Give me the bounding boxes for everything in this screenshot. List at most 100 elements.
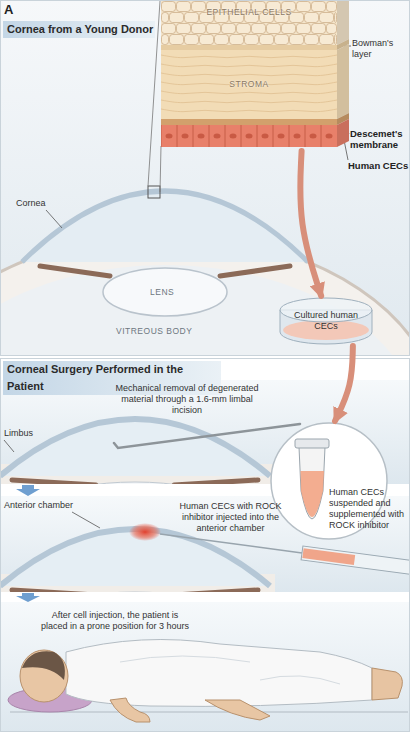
tube-body — [299, 447, 325, 519]
epithelial-cell — [237, 24, 251, 34]
cell-border — [177, 125, 178, 147]
epithelial-cell — [177, 2, 191, 12]
epithelial-cell — [162, 35, 169, 45]
epithelial-cell — [177, 24, 191, 34]
tissue-side — [337, 119, 349, 147]
epithelial-cell — [222, 24, 236, 34]
feet — [372, 668, 402, 700]
cell-border — [289, 125, 290, 147]
cell-border — [161, 125, 162, 147]
stroma-fiber — [161, 55, 337, 58]
epithelial-cell — [335, 35, 337, 45]
tissue-side — [337, 1, 349, 45]
epithelial-cell — [305, 13, 319, 23]
culture-dish: Cultured human CECs — [278, 296, 374, 346]
lens — [103, 268, 227, 316]
cell-suspension — [301, 471, 325, 517]
flow-arrow — [300, 151, 321, 296]
part-label: VITREOUS BODY — [116, 326, 216, 337]
stroma-fiber — [161, 109, 337, 112]
part-label: Anterior chamber — [4, 500, 94, 511]
epithelial-cell — [230, 35, 244, 45]
step-note: Human CECs with ROCK inhibitor injected … — [168, 501, 293, 534]
cell-nucleus — [214, 134, 221, 139]
gown-fold — [120, 656, 250, 662]
zoom-square — [148, 186, 160, 198]
step-note: After cell injection, the patient is pla… — [40, 610, 190, 632]
cell-nucleus — [262, 134, 269, 139]
inset-circle: Human CECs suspended and supplemented wi… — [269, 421, 389, 541]
prone-patient — [8, 640, 408, 723]
cell-border — [225, 125, 226, 147]
epithelial-cell — [312, 24, 326, 34]
epithelial-cell — [192, 24, 206, 34]
epithelial-cell — [170, 13, 184, 23]
cell-border — [241, 125, 242, 147]
tissue-layer — [161, 125, 337, 147]
step-removal — [0, 419, 275, 484]
tissue-block: EPITHELIAL CELLS STROMA — [161, 1, 351, 151]
tissue-layer — [161, 1, 337, 45]
dish-label: Cultured human CECs — [288, 310, 364, 332]
anterior-chamber — [22, 191, 308, 262]
zoom-line — [160, 146, 161, 192]
cell-border — [209, 125, 210, 147]
epithelial-cell — [185, 35, 199, 45]
cornea — [22, 191, 308, 262]
epithelial-cell — [327, 2, 337, 12]
tissue-side — [337, 44, 349, 119]
cell-nucleus — [198, 134, 205, 139]
step-arrow — [16, 593, 40, 602]
surgical-instrument — [114, 424, 300, 448]
epithelial-cell — [260, 35, 274, 45]
epithelial-cell — [252, 24, 266, 34]
panel-box: Corneal Surgery Performed in the Patient… — [0, 358, 410, 732]
cell-nucleus — [310, 134, 317, 139]
part-label: Human CECs — [348, 160, 410, 171]
part-label: Bowman's layer — [352, 38, 408, 60]
epithelial-cell — [215, 35, 229, 45]
cell-suspension — [302, 548, 355, 565]
epithelial-cell — [162, 13, 169, 23]
epithelial-cell — [162, 2, 176, 12]
epithelial-cell — [245, 35, 259, 45]
cell-nucleus — [166, 134, 173, 139]
step-note: Mechanical removal of degenerated materi… — [112, 383, 262, 416]
epithelial-cell — [275, 35, 289, 45]
vitreous-body — [0, 265, 410, 356]
stroma-fiber — [161, 64, 337, 67]
tissue-layer — [161, 50, 337, 119]
cell-nucleus — [326, 134, 333, 139]
epithelial-cell — [327, 24, 337, 34]
epithelial-cell — [290, 35, 304, 45]
layer-name: EPITHELIAL CELLS — [181, 7, 317, 18]
leader-line — [72, 512, 100, 528]
epithelial-cell — [290, 13, 304, 23]
arm — [110, 698, 150, 722]
part-label: LENS — [150, 287, 182, 298]
epithelial-cell — [170, 35, 184, 45]
layer-name: STROMA — [181, 79, 317, 90]
tissue-block-outline — [161, 1, 351, 151]
syringe-barrel — [301, 546, 410, 574]
inset-label: Human CECs suspended and supplemented wi… — [329, 487, 410, 531]
hair — [22, 651, 65, 680]
injected-cells — [129, 523, 161, 541]
cell-border — [257, 125, 258, 147]
epithelial-cell — [320, 35, 334, 45]
tissue-layer — [161, 119, 337, 125]
epithelial-cell — [185, 13, 199, 23]
cell-nucleus — [294, 134, 301, 139]
stroma-fiber — [161, 73, 337, 76]
epithelial-cell — [297, 24, 311, 34]
cell-nucleus — [230, 134, 237, 139]
cell-nucleus — [182, 134, 189, 139]
stroma-fiber — [161, 91, 337, 94]
epithelial-cell — [192, 2, 206, 12]
panel-letter: A — [4, 2, 24, 17]
epithelial-cell — [312, 2, 326, 12]
flow-arrow — [335, 346, 353, 421]
cell-border — [273, 125, 274, 147]
iris — [40, 266, 110, 276]
